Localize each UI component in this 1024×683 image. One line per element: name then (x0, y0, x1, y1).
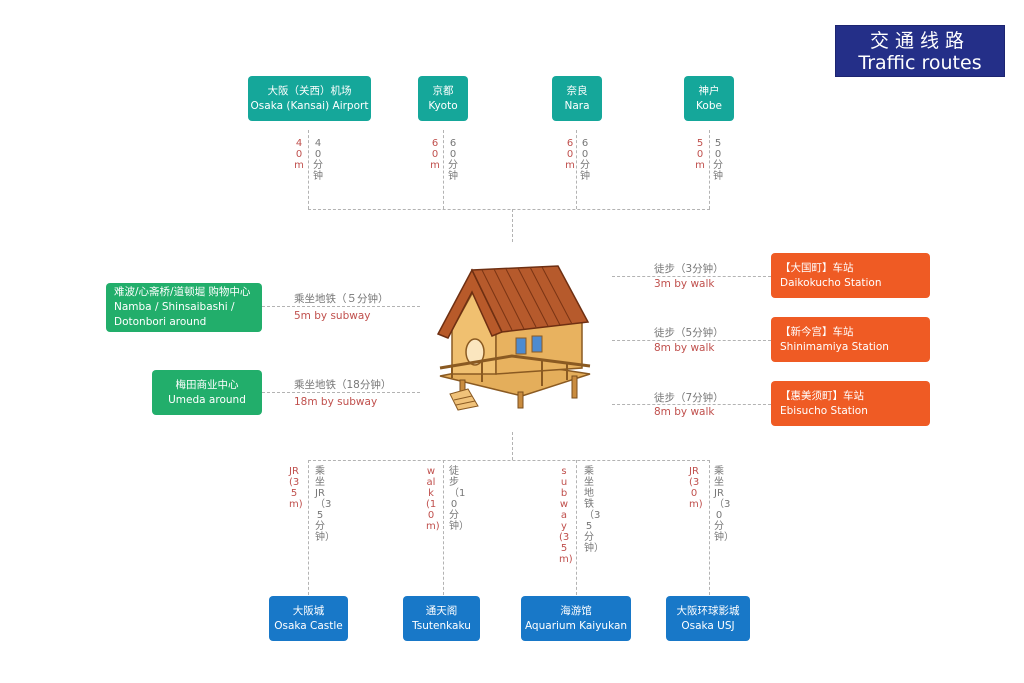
connector-line (576, 130, 577, 209)
bottom-time-en: JR(35m) (289, 466, 303, 510)
bottom-time-zh: 乘坐JR（30分钟） (714, 466, 734, 543)
top-time-en: 40m (294, 138, 304, 171)
left-time-zh: 乘坐地铁（18分钟） (294, 379, 392, 391)
right-time-en: 8m by walk (654, 342, 715, 354)
bottom-time-en: subway(35m) (559, 466, 573, 565)
node-label-en: Kyoto (428, 99, 458, 112)
bottom-time-en: JR(30m) (689, 466, 703, 510)
node-label-en: Daikokucho Station (780, 276, 882, 289)
right-time-en: 3m by walk (654, 278, 715, 290)
top-time-en: 50m (695, 138, 705, 171)
house-icon (436, 265, 591, 411)
node-label-en: Dotonbori around (114, 316, 207, 328)
top-node-kobe: 神户 Kobe (684, 76, 734, 121)
node-label-zh: 奈良 (566, 84, 588, 97)
top-time-zh: 40分钟 (313, 138, 323, 182)
connector-line (612, 404, 771, 405)
connector-line (308, 460, 309, 595)
node-label-en: Osaka USJ (681, 619, 735, 632)
node-label-zh: 神户 (698, 84, 720, 97)
bottom-node-tsutenkaku: 通天阁 Tsutenkaku (403, 596, 480, 641)
node-label-en: Shinimamiya Station (780, 340, 889, 353)
top-node-kyoto: 京都 Kyoto (418, 76, 468, 121)
right-node-daikokucho: 【大国町】车站 Daikokucho Station (771, 253, 930, 298)
right-time-zh: 徒步（7分钟） (654, 392, 724, 404)
bottom-node-aquarium-kaiyukan: 海游馆 Aquarium Kaiyukan (521, 596, 631, 641)
node-label-zh: 大阪（关西）机场 (267, 84, 352, 97)
connector-line (709, 460, 710, 595)
right-node-ebisucho: 【惠美须町】车站 Ebisucho Station (771, 381, 930, 426)
connector-line (308, 209, 710, 210)
connector-line (262, 392, 420, 393)
bottom-node-osaka-usj: 大阪环球影城 Osaka USJ (666, 596, 750, 641)
connector-line (443, 460, 444, 595)
node-label-zh: 通天阁 (425, 604, 458, 617)
right-time-en: 8m by walk (654, 406, 715, 418)
bottom-time-zh: 徒步（10分钟） (449, 466, 469, 532)
top-time-zh: 50分钟 (713, 138, 723, 182)
node-label-en: Kobe (696, 99, 722, 112)
right-node-shinimamiya: 【新今宫】车站 Shinimamiya Station (771, 317, 930, 362)
left-time-zh: 乘坐地铁（５分钟） (294, 293, 389, 305)
node-label-zh: 难波/心斋桥/道顿堀 购物中心 (114, 286, 251, 298)
connector-line (512, 432, 513, 460)
left-node-namba: 难波/心斋桥/道顿堀 购物中心 Namba / Shinsaibashi / D… (106, 283, 262, 332)
connector-line (308, 460, 710, 461)
node-label-zh: 大阪城 (292, 604, 325, 617)
node-label-en: Nara (564, 99, 590, 112)
top-node-nara: 奈良 Nara (552, 76, 602, 121)
left-time-en: 18m by subway (294, 396, 378, 408)
top-time-en: 60m (430, 138, 440, 171)
top-time-zh: 60分钟 (448, 138, 458, 182)
top-time-en: 60m (565, 138, 575, 171)
node-label-en: Osaka (Kansai) Airport (250, 99, 369, 112)
connector-line (612, 276, 771, 277)
node-label-zh: 【惠美须町】车站 (780, 389, 864, 402)
right-time-zh: 徒步（3分钟） (654, 263, 724, 275)
bottom-time-zh: 乘坐地铁（35分钟） (584, 466, 604, 554)
connector-line (576, 460, 577, 595)
node-label-en: Aquarium Kaiyukan (524, 619, 628, 632)
node-label-en: Tsutenkaku (412, 619, 471, 632)
title-zh: 交通线路 (869, 30, 970, 52)
node-label-zh: 海游馆 (560, 604, 592, 617)
connector-line (512, 209, 513, 242)
title-box: 交通线路 Traffic routes (835, 25, 1005, 77)
connector-line (709, 130, 710, 209)
title-en: Traffic routes (858, 52, 982, 74)
node-label-zh: 梅田商业中心 (175, 378, 239, 391)
bottom-time-en: walk(10m) (426, 466, 440, 532)
connector-line (308, 130, 309, 209)
connector-line (262, 306, 420, 307)
left-node-umeda: 梅田商业中心 Umeda around (152, 370, 262, 415)
left-time-en: 5m by subway (294, 310, 371, 322)
node-label-en: Ebisucho Station (780, 404, 868, 417)
right-time-zh: 徒步（5分钟） (654, 327, 724, 339)
node-label-zh: 【新今宫】车站 (780, 325, 854, 338)
bottom-node-osaka-castle: 大阪城 Osaka Castle (269, 596, 348, 641)
node-label-zh: 【大国町】车站 (780, 261, 854, 274)
top-node-kansai-airport: 大阪（关西）机场 Osaka (Kansai) Airport (248, 76, 371, 121)
connector-line (612, 340, 771, 341)
top-time-zh: 60分钟 (580, 138, 590, 182)
node-label-en: Umeda around (168, 393, 246, 406)
node-label-zh: 大阪环球影城 (676, 604, 740, 617)
node-label-en: Namba / Shinsaibashi / (114, 301, 235, 313)
node-label-en: Osaka Castle (274, 619, 343, 632)
node-label-zh: 京都 (432, 84, 454, 97)
connector-line (443, 130, 444, 209)
bottom-time-zh: 乘坐JR（35分钟） (315, 466, 335, 543)
